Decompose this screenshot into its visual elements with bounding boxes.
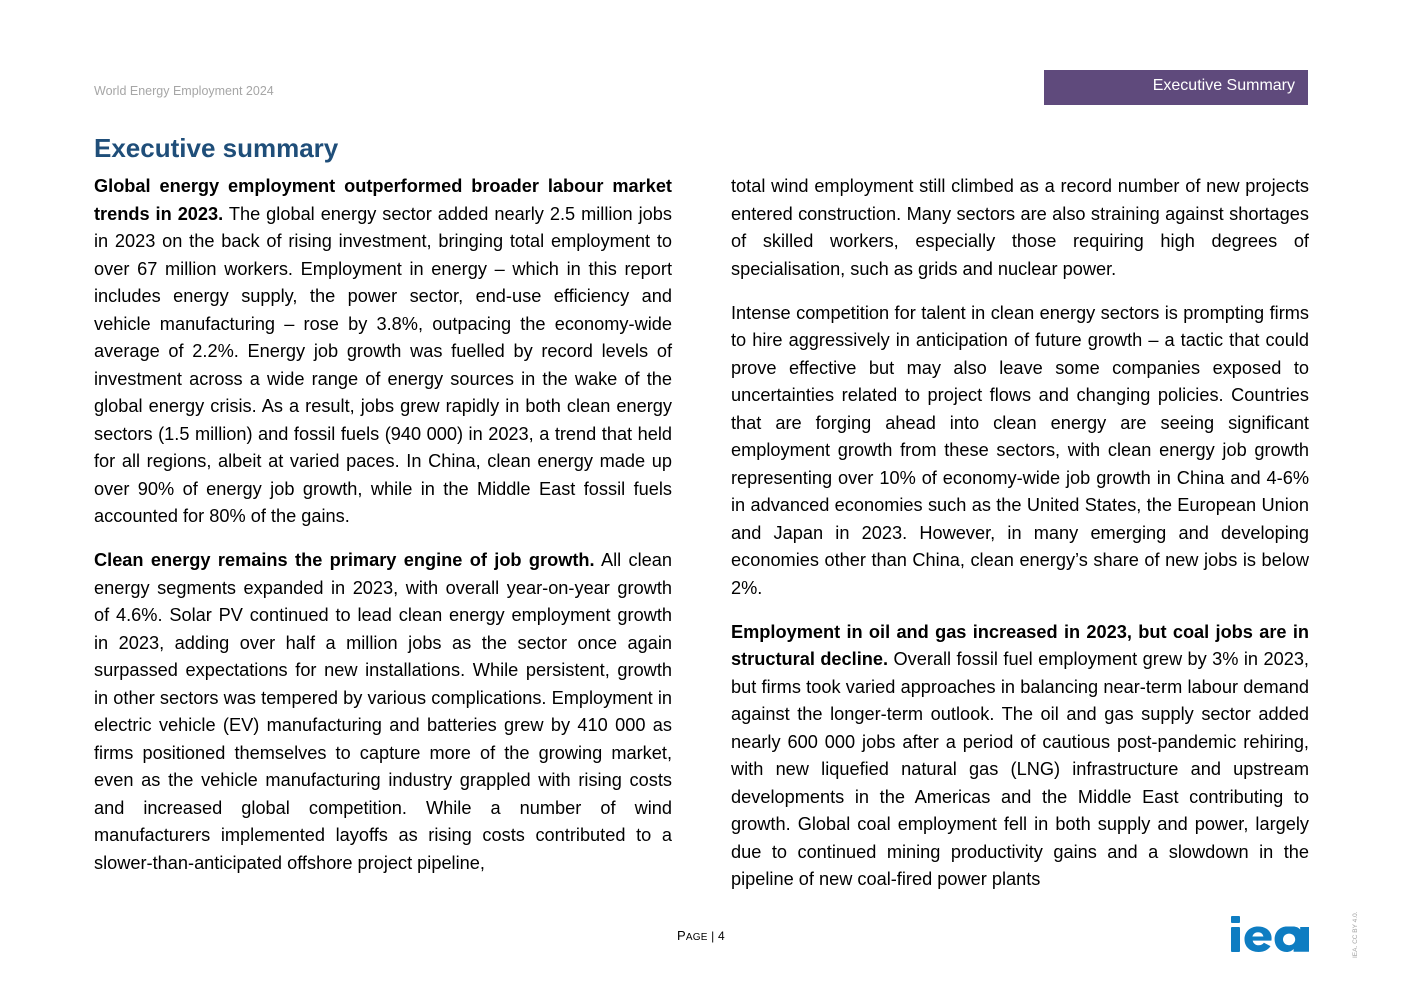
paragraph: Intense competition for talent in clean … bbox=[731, 300, 1309, 603]
paragraph-body: All clean energy segments expanded in 20… bbox=[94, 550, 672, 873]
paragraph: Global energy employment outperformed br… bbox=[94, 173, 672, 531]
right-column: total wind employment still climbed as a… bbox=[731, 173, 1309, 910]
page-title: Executive summary bbox=[94, 133, 339, 163]
page-separator: | bbox=[707, 929, 718, 943]
paragraph-lead: Clean energy remains the primary engine … bbox=[94, 550, 595, 570]
section-tab: Executive Summary bbox=[1044, 70, 1308, 105]
page-number: PAGE | 4 bbox=[677, 928, 725, 943]
paragraph: total wind employment still climbed as a… bbox=[731, 173, 1309, 283]
paragraph-body: Intense competition for talent in clean … bbox=[731, 302, 1309, 598]
paragraph-body: total wind employment still climbed as a… bbox=[731, 176, 1309, 279]
paragraph-lead: Global energy employment outperformed br… bbox=[94, 176, 672, 224]
running-header: World Energy Employment 2024 bbox=[94, 84, 274, 98]
iea-logo-icon bbox=[1231, 916, 1309, 952]
paragraph-body: Overall fossil fuel employment grew by 3… bbox=[731, 649, 1309, 889]
paragraph: Clean energy remains the primary engine … bbox=[94, 547, 672, 877]
page-label-rest: AGE bbox=[685, 932, 708, 943]
paragraph-body: The global energy sector added nearly 2.… bbox=[94, 203, 672, 527]
page-number-value: 4 bbox=[717, 929, 725, 943]
page-label-first: P bbox=[677, 928, 686, 943]
paragraph: Employment in oil and gas increased in 2… bbox=[731, 619, 1309, 894]
left-column: Global energy employment outperformed br… bbox=[94, 173, 672, 894]
paragraph-lead: Employment in oil and gas increased in 2… bbox=[731, 621, 1309, 670]
license-note: IEA. CC BY 4.0. bbox=[1352, 911, 1359, 958]
